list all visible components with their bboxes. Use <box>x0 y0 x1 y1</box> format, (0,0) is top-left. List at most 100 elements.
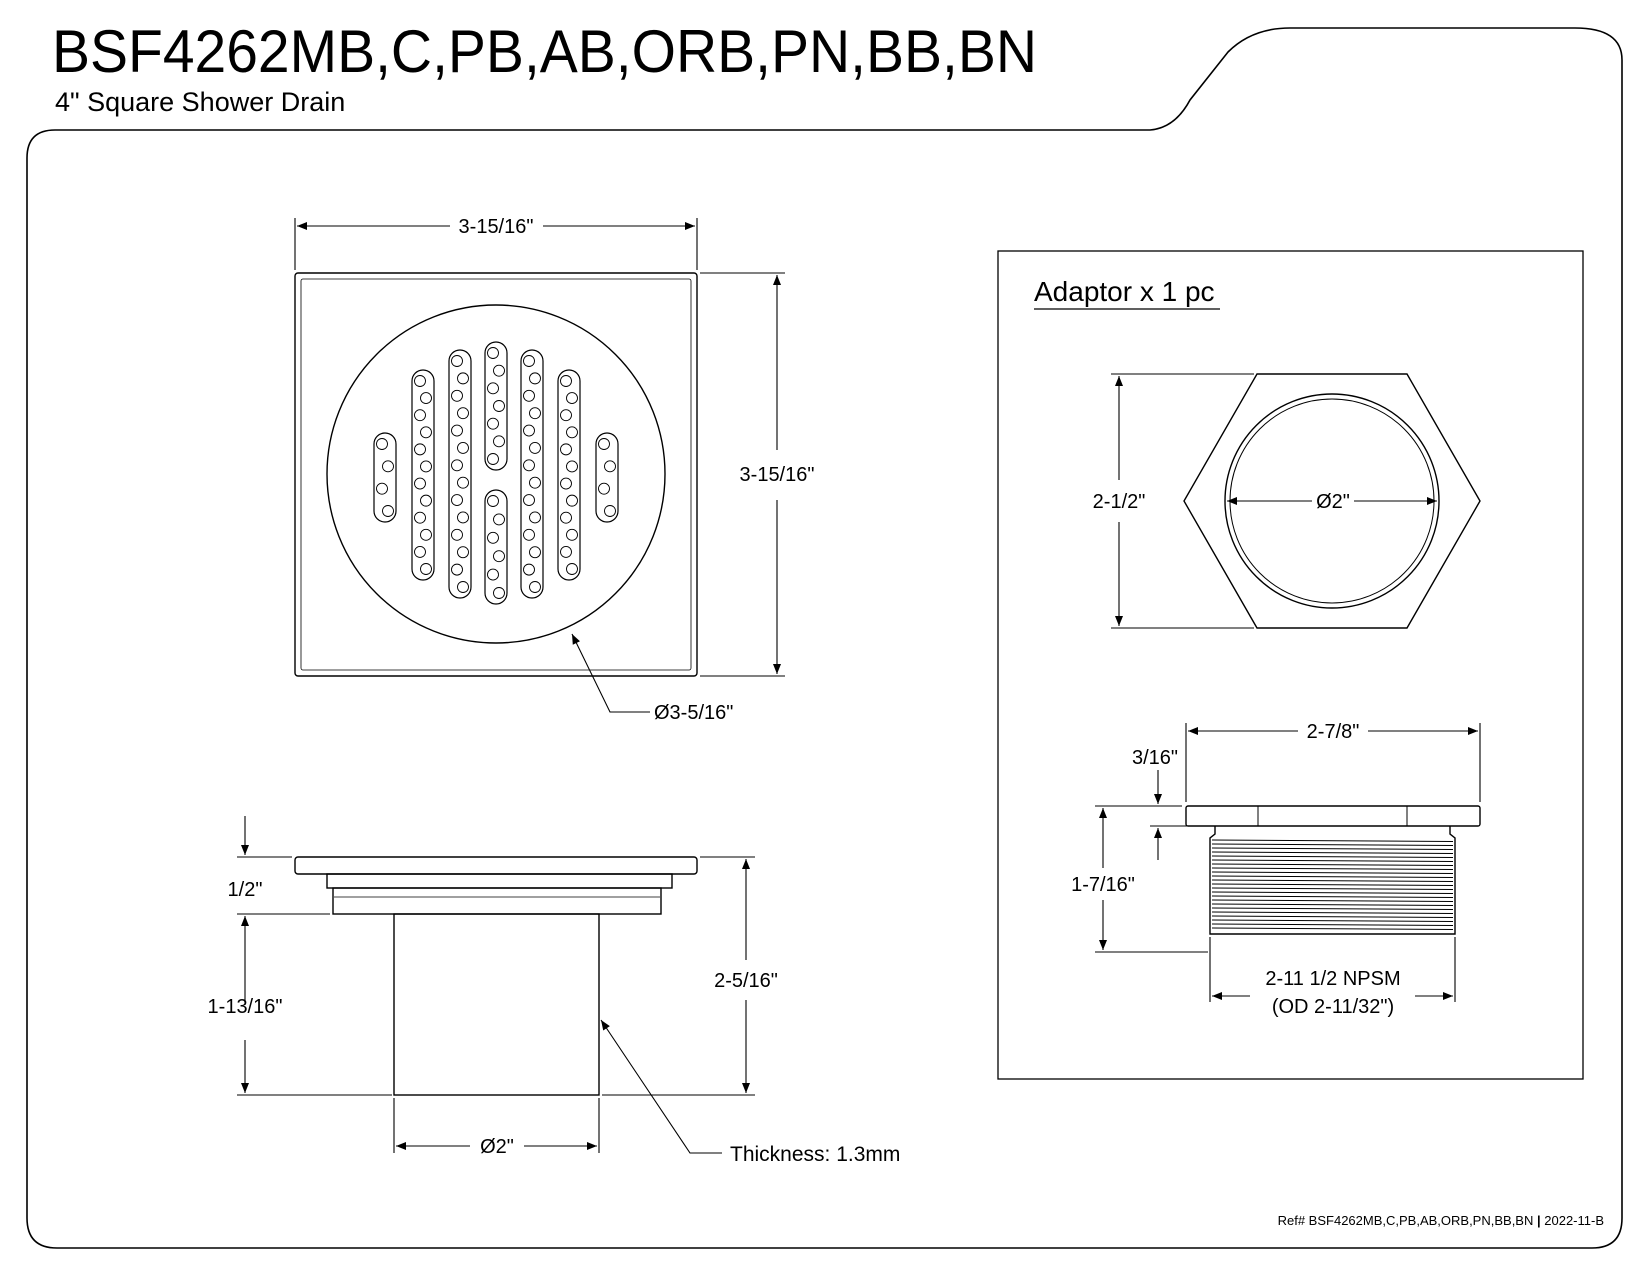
grate-perforation <box>457 511 469 524</box>
grate-perforation <box>523 424 535 437</box>
grate-perforation <box>560 477 572 490</box>
revision-code: 2022-11-B <box>1544 1213 1604 1228</box>
grate-perforation <box>493 364 505 377</box>
grate-perforation <box>376 482 388 495</box>
grate-perforation <box>376 438 388 450</box>
thread-line <box>1211 847 1454 850</box>
grate-perforation <box>566 494 578 507</box>
grate-perforation <box>523 355 535 367</box>
grate-perforation <box>487 347 499 359</box>
thread-line <box>1211 883 1454 886</box>
grate-perforation <box>529 511 541 524</box>
grate-perforation <box>560 511 572 524</box>
thread-line <box>1211 879 1454 882</box>
inner-diameter-label: Ø2" <box>1316 491 1350 513</box>
thread-line <box>1211 851 1454 854</box>
grate-diameter-label: Ø3-5/16" <box>654 702 733 724</box>
grate-perforation <box>487 453 499 465</box>
grate-slots <box>373 341 619 605</box>
thickness-label: Thickness: 1.3mm <box>730 1143 900 1166</box>
side-plate <box>294 856 698 875</box>
thread-line <box>1211 887 1454 890</box>
adaptor-bore-outer <box>1224 393 1440 609</box>
grate-perforation <box>414 477 426 490</box>
total-height-label: 2-5/16" <box>714 970 778 992</box>
grate-perforation <box>598 482 610 495</box>
adaptor-panel <box>997 250 1584 1080</box>
flange-thickness-label: 3/16" <box>1132 747 1178 769</box>
grate-perforation <box>451 563 463 576</box>
grate-perforation <box>451 459 463 472</box>
side-flange <box>326 873 673 889</box>
grate-perforation <box>604 460 616 473</box>
grate-perforation <box>529 476 541 489</box>
thread-line <box>1211 903 1454 906</box>
outlet-diameter-label: Ø2" <box>480 1136 514 1158</box>
reference-separator: | <box>1533 1213 1544 1228</box>
grate-perforation <box>523 389 535 402</box>
thread-line <box>1211 911 1454 914</box>
grate-perforation <box>420 460 432 473</box>
adaptor-side-dimensions <box>1095 723 1481 1002</box>
grate-slot <box>557 369 581 581</box>
grate-perforation <box>566 392 578 405</box>
grate-perforation <box>414 545 426 558</box>
top-width-label: 3-15/16" <box>459 216 534 238</box>
grate-perforation <box>487 382 499 395</box>
thread-line <box>1211 923 1454 926</box>
adaptor-title: Adaptor x 1 pc <box>1034 276 1215 307</box>
side-view <box>294 856 698 1096</box>
grate-perforation <box>566 563 578 575</box>
od-label: (OD 2-11/32") <box>1272 996 1394 1018</box>
grate-slot <box>484 489 508 605</box>
thread-line <box>1211 875 1454 878</box>
grate-perforation <box>382 505 394 517</box>
body-height-label: 1-13/16" <box>208 996 283 1018</box>
side-collar <box>332 887 662 915</box>
thread-line <box>1211 891 1454 894</box>
thread-line <box>1211 843 1454 846</box>
grate-perforation <box>560 443 572 456</box>
grate-perforation <box>414 443 426 456</box>
thread-line <box>1211 839 1454 842</box>
thread-line <box>1211 859 1454 862</box>
grate-perforation <box>414 409 426 422</box>
page-subtitle: 4" Square Shower Drain <box>55 87 345 117</box>
grate-perforation <box>523 494 535 507</box>
grate-perforation <box>451 389 463 402</box>
thread-line <box>1211 895 1454 898</box>
grate-perforation <box>457 546 469 559</box>
grate-perforation <box>604 505 616 517</box>
side-outlet-pipe <box>393 913 600 1096</box>
grate-perforation <box>560 545 572 558</box>
grate-perforation <box>420 494 432 507</box>
grate-perforation <box>529 581 541 593</box>
grate-perforation <box>414 375 426 387</box>
grate-perforation <box>493 513 505 526</box>
grate-perforation <box>487 531 499 544</box>
adaptor-hex-dimensions <box>1111 373 1437 629</box>
grate-perforation <box>457 581 469 593</box>
top-view-dimensions <box>294 218 785 713</box>
thread-line <box>1211 907 1454 910</box>
grate-perforation <box>414 511 426 524</box>
grate-perforation <box>487 417 499 430</box>
adaptor-side-view <box>1185 805 1481 935</box>
grate-perforation <box>598 438 610 450</box>
grate-perforation <box>457 441 469 454</box>
grate-slot <box>411 369 435 581</box>
adaptor-thread-body <box>1209 826 1456 935</box>
thread-line <box>1211 867 1454 870</box>
flange-height-label: 1/2" <box>228 879 263 901</box>
grate-perforation <box>566 528 578 541</box>
page-title: BSF4262MB,C,PB,AB,ORB,PN,BB,BN <box>52 18 1037 85</box>
reference-number: Ref# BSF4262MB,C,PB,AB,ORB,PN,BB,BN <box>1278 1213 1534 1228</box>
top-view <box>294 272 698 677</box>
grate-slot <box>595 432 619 523</box>
grate-perforation <box>493 550 505 563</box>
reference-label: Ref# BSF4262MB,C,PB,AB,ORB,PN,BB,BN | 20… <box>1278 1213 1604 1228</box>
grate-perforation <box>493 587 505 599</box>
grate-perforation <box>420 563 432 575</box>
adaptor-height-label: 1-7/16" <box>1071 874 1135 896</box>
